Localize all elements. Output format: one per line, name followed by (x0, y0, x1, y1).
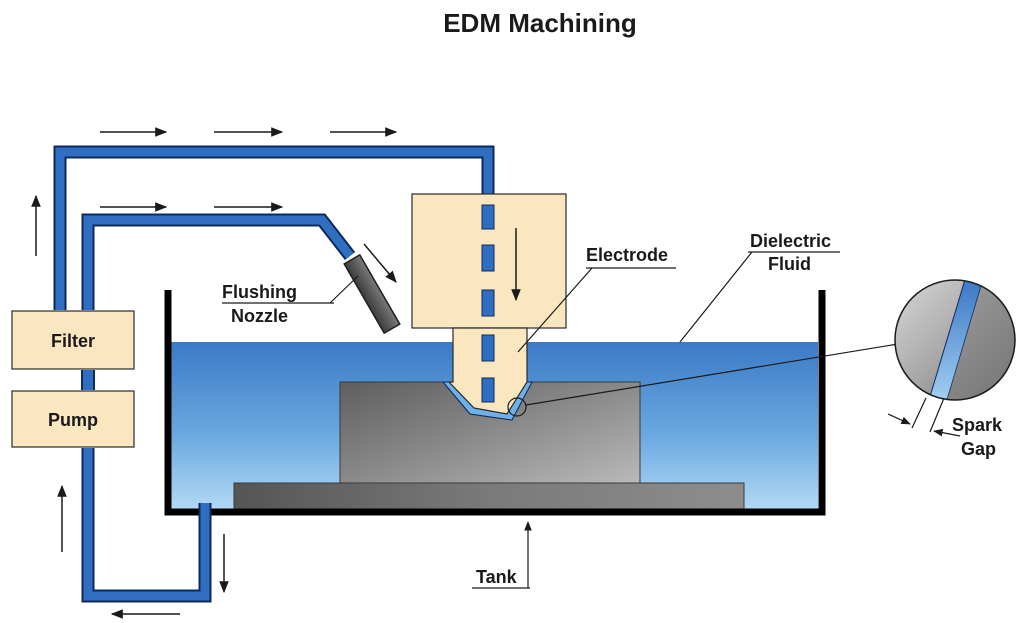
filter-label: Filter (51, 331, 95, 351)
spark-gap-magnifier (894, 279, 1016, 401)
electrode-flush-channel (481, 204, 495, 403)
dielectric-fluid-label-2: Fluid (768, 254, 811, 274)
return-pipe (81, 448, 212, 603)
flushing-nozzle-leader (329, 275, 359, 304)
electrode-label: Electrode (586, 245, 668, 265)
spark-zone-marker (507, 397, 527, 417)
spark-gap-label-1: Spark (952, 415, 1003, 435)
electrode-leader-diag (517, 267, 593, 353)
dielectric-fluid-leader (679, 251, 753, 343)
spark-gap-label-2: Gap (961, 439, 996, 459)
spark-gap-dimension (887, 397, 961, 437)
flow-arrows (31, 127, 398, 619)
pump-box (11, 390, 135, 448)
spark-zone-callout (525, 343, 899, 406)
flushing-nozzle-label-2: Nozzle (231, 306, 288, 326)
filter-box (11, 310, 135, 370)
pump-label: Pump (48, 410, 98, 430)
flushing-nozzle-label-1: Flushing (222, 282, 297, 302)
electrode (447, 327, 528, 415)
flushing-pipe (81, 213, 356, 310)
filter-pump-pipe (81, 370, 95, 390)
upper-feed-pipe (53, 145, 495, 310)
diagram-title: EDM Machining (443, 8, 637, 38)
dielectric-fluid-label-1: Dielectric (750, 231, 831, 251)
worktable-base (233, 482, 745, 511)
flushing-nozzle (343, 253, 401, 335)
tank (164, 290, 826, 516)
tank-label: Tank (476, 567, 518, 587)
